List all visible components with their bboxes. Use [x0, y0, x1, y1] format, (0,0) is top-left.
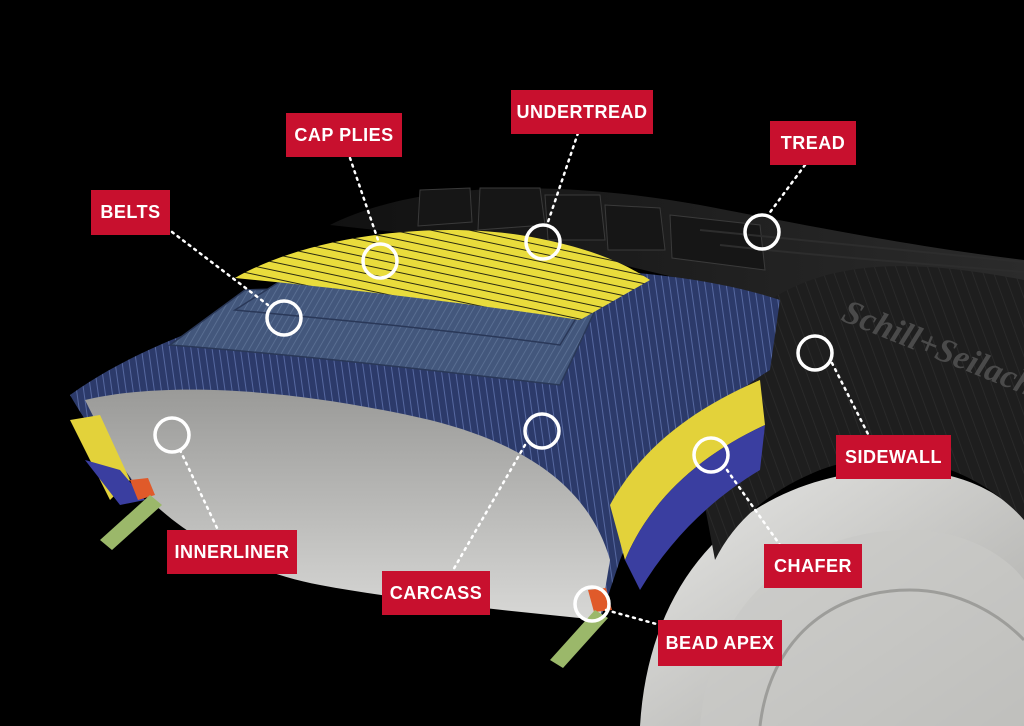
label-undertread: UNDERTREAD — [511, 90, 653, 134]
ring-chafer — [692, 436, 730, 474]
left-bead — [70, 415, 162, 550]
label-innerliner: INNERLINER — [167, 530, 297, 574]
tread-blocks — [417, 187, 766, 271]
ring-sidewall — [796, 334, 834, 372]
label-tread: TREAD — [770, 121, 856, 165]
sidewall-rubber — [700, 257, 1024, 560]
label-cap-plies: CAP PLIES — [286, 113, 402, 157]
ring-belts — [265, 299, 303, 337]
label-sidewall: SIDEWALL — [836, 435, 951, 479]
label-bead-apex: BEAD APEX — [658, 620, 782, 666]
ring-cap-plies — [361, 242, 399, 280]
label-carcass: CARCASS — [382, 571, 490, 615]
leader-lines — [170, 131, 872, 627]
cap-plies-layer — [235, 229, 650, 320]
chafer-strip-right — [610, 380, 765, 560]
label-chafer: CHAFER — [764, 544, 862, 588]
ring-carcass — [523, 412, 561, 450]
ring-bead-apex — [573, 585, 611, 623]
label-belts: BELTS — [91, 190, 170, 235]
carcass-turnup-right — [625, 425, 765, 590]
ring-tread — [743, 213, 781, 251]
ring-undertread — [524, 223, 562, 261]
callout-rings — [153, 213, 834, 623]
ring-innerliner — [153, 416, 191, 454]
innerliner-surface — [85, 389, 610, 620]
